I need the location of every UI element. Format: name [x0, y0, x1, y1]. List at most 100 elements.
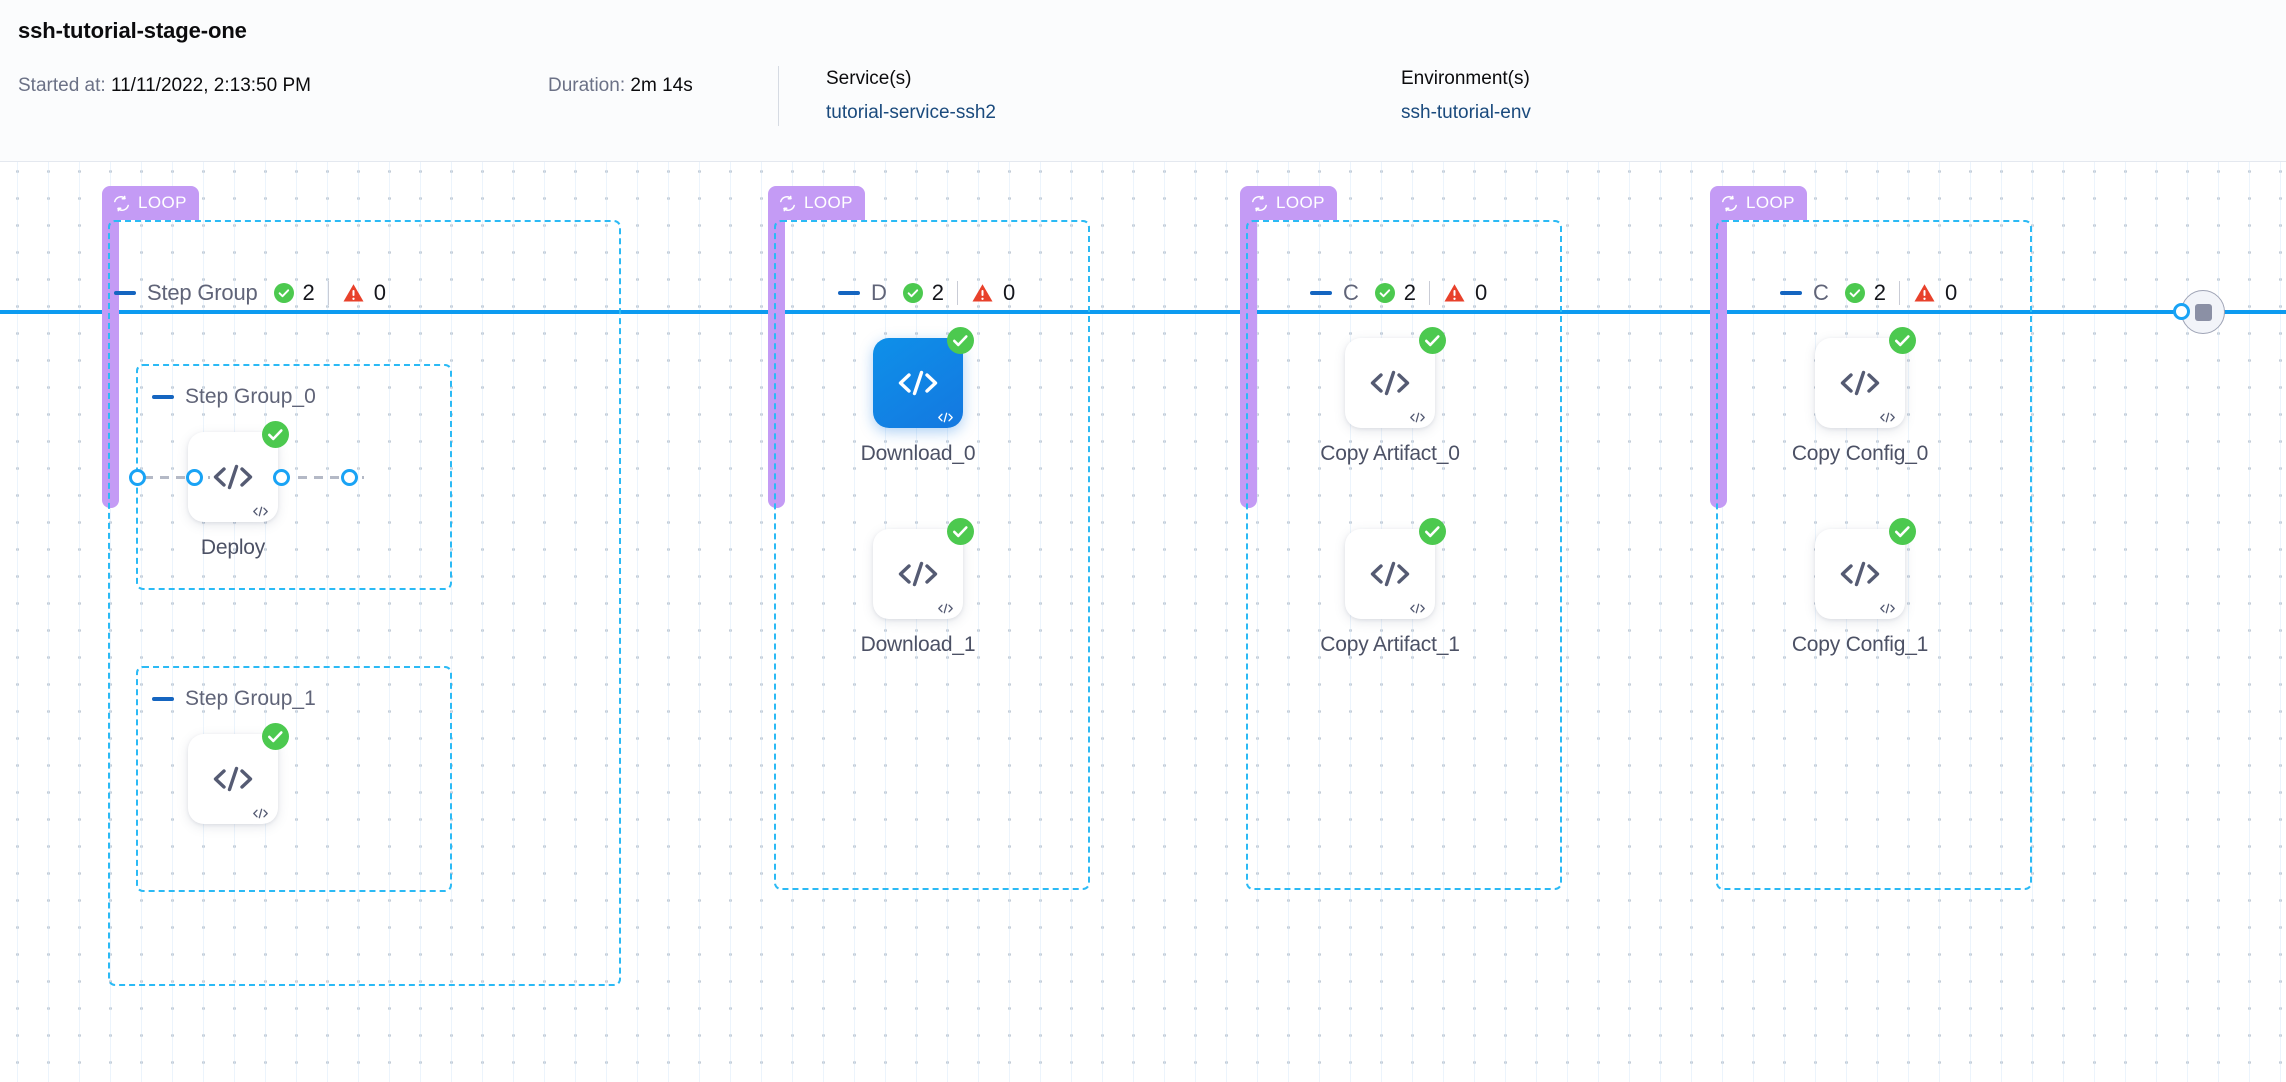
- collapse-toggle-icon[interactable]: [1310, 291, 1332, 295]
- node-box[interactable]: [873, 327, 974, 428]
- loop-badge-label: LOOP: [1746, 193, 1795, 212]
- service-link[interactable]: tutorial-service-ssh2: [826, 102, 996, 123]
- node-box[interactable]: [1345, 518, 1446, 619]
- node-label: Copy Artifact_0: [1320, 442, 1460, 465]
- node-box[interactable]: [1345, 327, 1446, 428]
- step-node-copy-config-0[interactable]: Copy Config_0: [1792, 327, 1928, 465]
- node-box[interactable]: [188, 723, 289, 824]
- loop-icon: [1250, 194, 1269, 213]
- stat-divider: [1898, 281, 1900, 305]
- collapse-toggle-icon[interactable]: [838, 291, 860, 295]
- node-status-success-icon: [947, 518, 974, 545]
- node-box[interactable]: [873, 518, 974, 619]
- duration-value: 2m 14s: [630, 75, 693, 96]
- duration-block: Duration: 2m 14s: [548, 66, 778, 98]
- pipeline-canvas[interactable]: LOOP Step Group 2 0 Step Group_0: [0, 162, 2286, 1082]
- subgroup-step-group-1[interactable]: Step Group_1: [136, 666, 452, 892]
- node-status-success-icon: [262, 723, 289, 750]
- warning-count: 0: [1002, 280, 1016, 305]
- connector-dashed-right: [298, 476, 364, 479]
- stat-divider: [956, 281, 958, 305]
- loop-badge-label: LOOP: [1276, 193, 1325, 212]
- code-corner-icon: [252, 504, 269, 517]
- step-node-copy-artifact-0[interactable]: Copy Artifact_0: [1320, 327, 1460, 465]
- subgroup-title: Step Group_0: [185, 385, 316, 408]
- warning-triangle-icon: [1443, 283, 1466, 303]
- loop-spine: [102, 208, 119, 508]
- group-header-download[interactable]: D 2 0: [838, 280, 1015, 306]
- loop-group-step-group[interactable]: LOOP Step Group 2 0 Step Group_0: [102, 186, 647, 986]
- loop-icon: [1720, 194, 1739, 213]
- environment-link[interactable]: ssh-tutorial-env: [1401, 102, 1531, 123]
- loop-spine: [1710, 208, 1727, 508]
- group-header-copy-artifact[interactable]: C 2 0: [1310, 280, 1487, 306]
- loop-spine: [768, 208, 785, 508]
- group-header-step-group[interactable]: Step Group 2 0: [114, 280, 386, 306]
- port-node-in[interactable]: [186, 469, 203, 486]
- subgroup-header[interactable]: Step Group_1: [152, 687, 316, 711]
- stat-divider: [1428, 281, 1430, 305]
- port-group-in[interactable]: [129, 469, 146, 486]
- node-box[interactable]: [1815, 518, 1916, 619]
- code-corner-icon: [1879, 410, 1896, 423]
- code-corner-icon: [937, 410, 954, 423]
- success-count: 2: [1873, 280, 1886, 305]
- subgroup-step-group-0[interactable]: Step Group_0: [129, 364, 452, 590]
- code-corner-icon: [252, 806, 269, 819]
- loop-badge[interactable]: LOOP: [1240, 186, 1337, 220]
- step-node-download-1[interactable]: Download_1: [861, 518, 976, 656]
- port-group-out[interactable]: [341, 469, 358, 486]
- step-node-clipped[interactable]: [188, 723, 289, 824]
- loop-group-download[interactable]: LOOP D 2 0: [768, 186, 1098, 890]
- code-icon: [1367, 559, 1413, 589]
- port-node-out[interactable]: [273, 469, 290, 486]
- code-icon: [895, 368, 941, 398]
- warning-triangle-icon: [342, 283, 365, 303]
- success-count: 2: [302, 280, 315, 305]
- code-corner-icon: [1879, 601, 1896, 614]
- started-at-label: Started at:: [18, 75, 106, 96]
- group-boundary: [1246, 220, 1562, 890]
- subgroup-header[interactable]: Step Group_0: [152, 385, 316, 409]
- loop-icon: [112, 194, 131, 213]
- duration-label: Duration:: [548, 75, 626, 96]
- loop-badge-label: LOOP: [804, 193, 853, 212]
- loop-badge[interactable]: LOOP: [102, 186, 199, 220]
- success-check-icon: [273, 283, 294, 303]
- warning-triangle-icon: [971, 283, 994, 303]
- loop-spine: [1240, 208, 1257, 508]
- loop-badge[interactable]: LOOP: [1710, 186, 1807, 220]
- environments-label: Environment(s): [1401, 68, 1530, 89]
- group-title: C: [1343, 280, 1359, 305]
- stat-divider: [327, 281, 329, 305]
- loop-badge[interactable]: LOOP: [768, 186, 865, 220]
- group-boundary: [1716, 220, 2032, 890]
- loop-group-copy-artifact[interactable]: LOOP C 2 0: [1240, 186, 1570, 890]
- execution-meta-row: Started at: 11/11/2022, 2:13:50 PM Durat…: [18, 66, 2286, 136]
- step-node-copy-artifact-1[interactable]: Copy Artifact_1: [1320, 518, 1460, 656]
- collapse-toggle-icon[interactable]: [152, 697, 174, 701]
- code-icon: [210, 764, 256, 794]
- step-node-download-0[interactable]: Download_0: [861, 327, 976, 465]
- group-header-copy-config[interactable]: C 2 0: [1780, 280, 1957, 306]
- loop-group-copy-config[interactable]: LOOP C 2 0: [1710, 186, 2040, 890]
- loop-badge-label: LOOP: [138, 193, 187, 212]
- header-divider: [778, 66, 779, 126]
- collapse-toggle-icon[interactable]: [1780, 291, 1802, 295]
- node-label: Copy Config_0: [1791, 442, 1929, 465]
- code-corner-icon: [1409, 410, 1426, 423]
- code-icon: [895, 559, 941, 589]
- code-corner-icon: [1409, 601, 1426, 614]
- success-check-icon: [1374, 283, 1395, 303]
- code-icon: [1837, 559, 1883, 589]
- warning-count: 0: [1944, 280, 1958, 305]
- group-status-summary: 2 0: [1844, 280, 1958, 306]
- warning-count: 0: [1474, 280, 1488, 305]
- collapse-toggle-icon[interactable]: [152, 395, 174, 399]
- collapse-toggle-icon[interactable]: [114, 291, 136, 295]
- step-node-copy-config-1[interactable]: Copy Config_1: [1792, 518, 1928, 656]
- end-node-port[interactable]: [2173, 303, 2190, 320]
- warning-triangle-icon: [1913, 283, 1936, 303]
- success-check-icon: [902, 283, 923, 303]
- node-box[interactable]: [1815, 327, 1916, 428]
